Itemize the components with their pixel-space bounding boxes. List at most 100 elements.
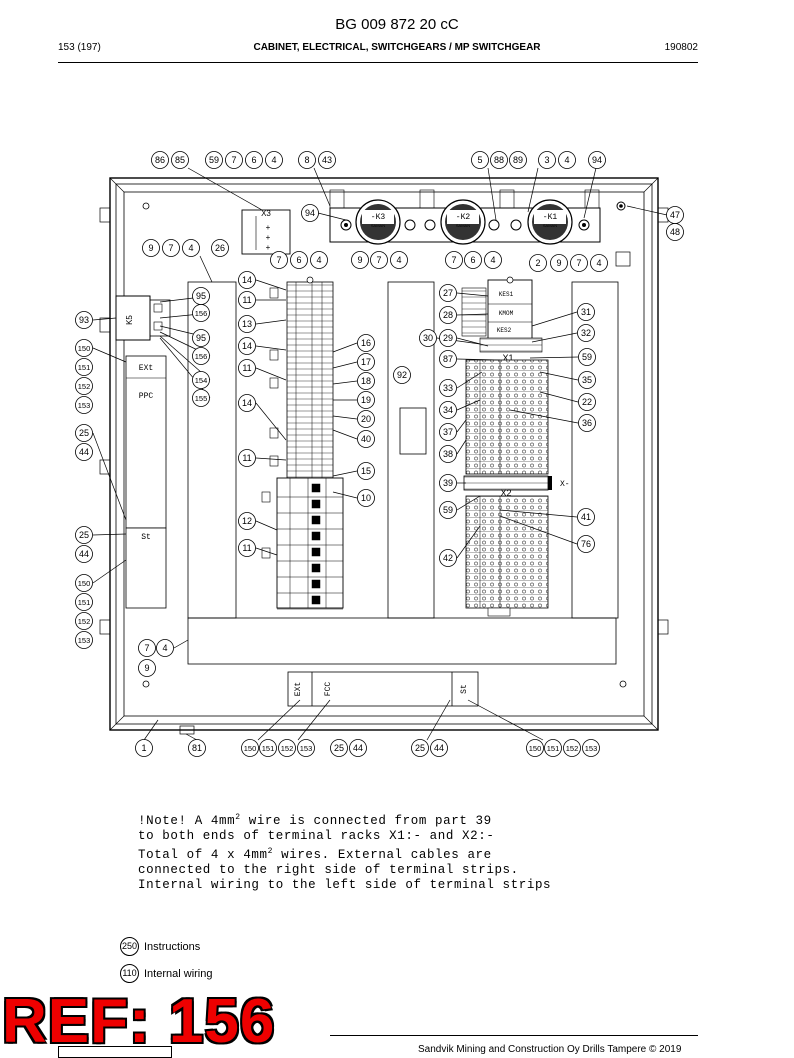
svg-text:88: 88 (494, 155, 504, 165)
svg-text:156: 156 (195, 352, 208, 361)
callout-c6c: 6 (464, 251, 482, 269)
svg-text:152: 152 (566, 744, 579, 753)
footer-copyright: Sandvik Mining and Construction Oy Drill… (418, 1044, 682, 1055)
callout-c93: 93 (75, 311, 93, 329)
svg-text:2: 2 (535, 258, 540, 268)
leader-line (499, 509, 578, 518)
component-92 (399, 407, 427, 455)
svg-text:37: 37 (443, 427, 453, 437)
footer-rule (330, 1035, 698, 1036)
callout-c7f: 7 (570, 254, 588, 272)
svg-text:17: 17 (361, 357, 371, 367)
svg-text:9: 9 (144, 663, 149, 673)
label-st-bottom: St (460, 684, 469, 694)
svg-text:4: 4 (271, 155, 276, 165)
label-x3: X3 (261, 209, 271, 218)
legend-bubble: 250 (120, 937, 139, 956)
svg-text:SAMAN: SAMAN (456, 223, 470, 228)
callout-c30: 30 (419, 329, 437, 347)
svg-text:8: 8 (304, 155, 309, 165)
svg-text:47: 47 (670, 210, 680, 220)
leader-lines (92, 167, 668, 741)
svg-text:95: 95 (196, 291, 206, 301)
label-x1: X1 (502, 353, 513, 363)
leader-line (92, 533, 127, 536)
svg-text:59: 59 (582, 352, 592, 362)
callout-c9d: 9 (138, 659, 156, 677)
leader-line (255, 319, 287, 325)
leader-line (531, 332, 578, 343)
svg-text:44: 44 (79, 549, 89, 559)
svg-text:6: 6 (251, 155, 256, 165)
leader-line (255, 367, 287, 381)
callout-c9a: 9 (142, 239, 160, 257)
callout-c44a: 44 (75, 443, 93, 461)
svg-text:13: 13 (242, 319, 252, 329)
svg-text:7: 7 (276, 255, 281, 265)
callout-c151c: 151 (259, 739, 277, 757)
svg-text:11: 11 (242, 543, 251, 553)
svg-text:44: 44 (434, 743, 444, 753)
label-k5: K5 (125, 315, 134, 325)
svg-text:SAMAN: SAMAN (371, 223, 385, 228)
callout-c4h: 4 (156, 639, 174, 657)
callout-c95a: 95 (192, 287, 210, 305)
callout-c156a: 156 (192, 304, 210, 322)
leader-line (426, 699, 451, 741)
callout-c2: 2 (529, 254, 547, 272)
leader-line (456, 399, 481, 411)
terminal-strip-centre (261, 276, 334, 559)
leader-line (332, 491, 358, 499)
callout-c4g: 4 (590, 254, 608, 272)
leader-line (185, 733, 198, 741)
callout-c28: 28 (439, 306, 457, 324)
svg-text:81: 81 (192, 743, 202, 753)
callout-c94b: 94 (301, 204, 319, 222)
svg-text:26: 26 (215, 243, 225, 253)
svg-text:150: 150 (244, 744, 257, 753)
leader-line (255, 402, 287, 441)
callout-c20: 20 (357, 410, 375, 428)
callout-c4a: 4 (265, 151, 283, 169)
leader-line (456, 525, 481, 559)
callout-c40: 40 (357, 430, 375, 448)
callout-c37: 37 (439, 423, 457, 441)
callout-c27: 27 (439, 284, 457, 302)
callout-c25d: 25 (411, 739, 429, 757)
svg-text:4: 4 (490, 255, 495, 265)
leader-line (332, 415, 358, 420)
leader-line (456, 292, 489, 297)
callout-c89: 89 (509, 151, 527, 169)
leader-line (255, 457, 287, 461)
callout-c7b: 7 (162, 239, 180, 257)
svg-text:9: 9 (148, 243, 153, 253)
label-k3: -K3 (371, 213, 386, 222)
leader-line (255, 547, 278, 556)
svg-text:25: 25 (415, 743, 425, 753)
leader-line (583, 167, 597, 219)
callout-c153c: 153 (297, 739, 315, 757)
svg-text:86: 86 (155, 155, 165, 165)
callout-c151b: 151 (75, 593, 93, 611)
leader-line (255, 345, 287, 351)
leader-line (499, 515, 578, 545)
callout-c59a: 59 (205, 151, 223, 169)
svg-text:25: 25 (79, 530, 89, 540)
callout-c25a: 25 (75, 424, 93, 442)
callout-c4b: 4 (558, 151, 576, 169)
callout-c7g: 7 (138, 639, 156, 657)
leader-line (297, 699, 331, 741)
svg-text:150: 150 (78, 344, 91, 353)
leader-line (531, 311, 578, 327)
leader-line (456, 439, 467, 455)
svg-text:85: 85 (175, 155, 185, 165)
callout-c7a: 7 (225, 151, 243, 169)
callout-c3: 3 (538, 151, 556, 169)
callout-c17: 17 (357, 353, 375, 371)
callout-c36: 36 (578, 414, 596, 432)
leader-line (257, 699, 301, 741)
svg-text:87: 87 (443, 354, 453, 364)
callout-c153a: 153 (75, 396, 93, 414)
ground-bolt-center-icon (619, 204, 623, 208)
callout-c11a: 11 (238, 291, 256, 309)
